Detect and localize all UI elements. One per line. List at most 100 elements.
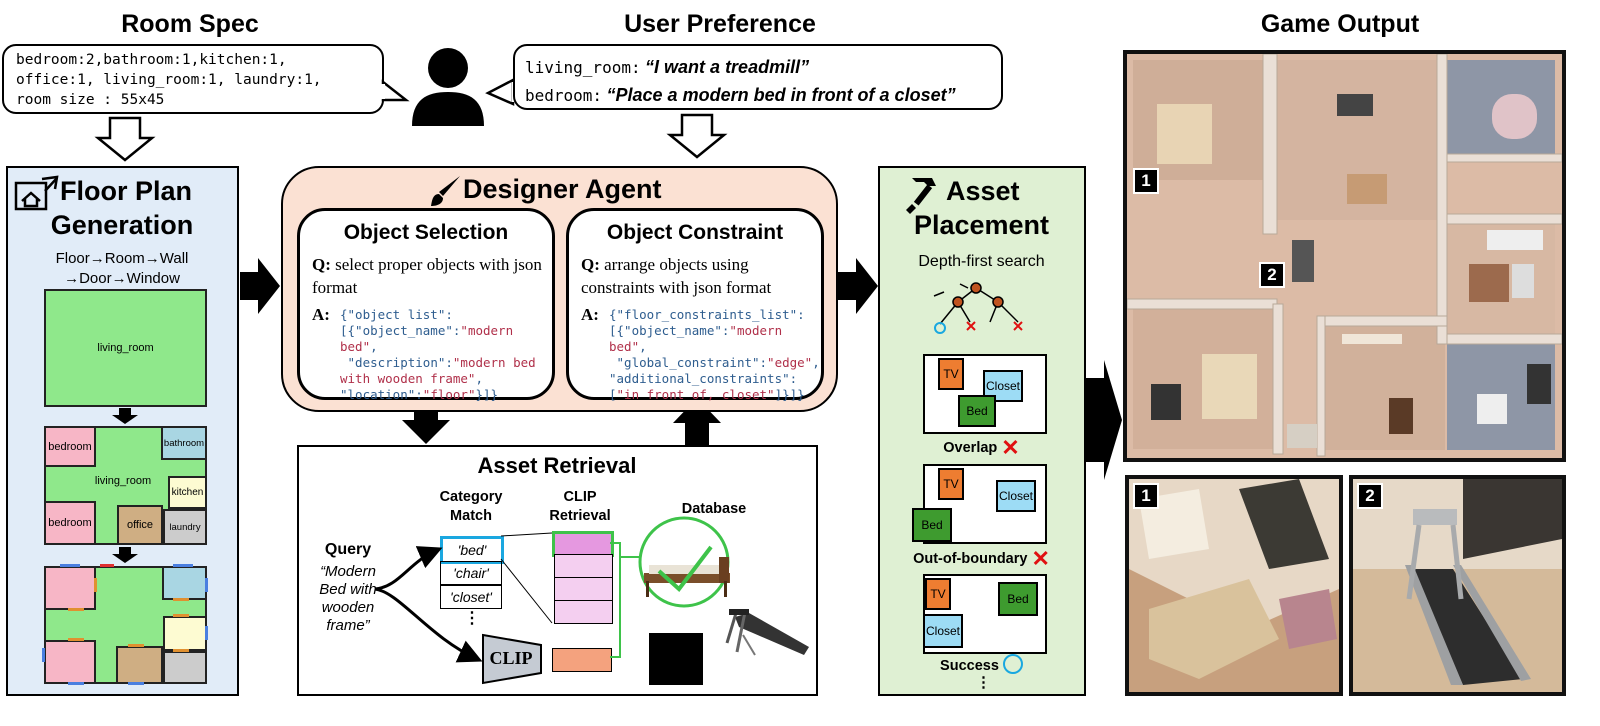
plan-arrows: [42, 408, 208, 685]
person-icon: [412, 48, 484, 126]
game-output-view-2: 2: [1349, 475, 1566, 696]
oob-label: Out-of-boundary ✕: [913, 546, 1050, 571]
placement-ellipsis: ⋮: [976, 674, 991, 691]
clip-label: CLIP: [489, 648, 533, 668]
object-selection-question: Q: select proper objects with json forma…: [312, 253, 548, 299]
cross-icon: ✕: [1031, 546, 1050, 571]
pref-key: living_room:: [525, 58, 641, 77]
object-selection-title: Object Selection: [343, 221, 509, 244]
room-spec-title: Room Spec: [121, 10, 259, 38]
treadmill-image: [725, 609, 809, 656]
object-constraint-question: Q: arrange objects using constraints wit…: [581, 253, 817, 299]
game-output-view-1: 1: [1125, 475, 1343, 696]
floor-plan-title: Generation: [50, 210, 194, 240]
circle-icon: [934, 322, 946, 334]
room-spec-line: office:1, living_room:1, laundry:1,: [16, 72, 322, 88]
view-badge-1: 1: [1133, 483, 1159, 509]
cross-icon: ✕: [1001, 435, 1020, 460]
game-output-topdown: 1 2: [1123, 50, 1566, 462]
q-label: Q:: [581, 255, 600, 274]
object-constraint-answer: {"floor_constraints_list": [{"object_nam…: [609, 307, 820, 402]
designer-agent-title: Designer Agent: [463, 174, 662, 204]
dfs-tree: [933, 282, 1023, 334]
q-text: select proper objects with json format: [312, 255, 542, 297]
floor-plan-flow: →Door→Window: [64, 270, 180, 287]
bed-asset: Bed: [998, 582, 1038, 616]
topdown-render: [1127, 54, 1562, 458]
treadmill-render: [1353, 479, 1562, 692]
asset-placement-title: Placement: [913, 210, 1050, 240]
plan2-laundry: laundry: [163, 509, 207, 545]
tv-asset: TV: [938, 468, 964, 500]
pref-key: bedroom:: [525, 86, 603, 105]
object-selection-answer: {"object list": [{"object_name":"modern …: [340, 307, 536, 402]
a-label: A:: [581, 305, 599, 324]
asset-placement-title: Asset: [946, 176, 1020, 206]
category-item: 'closet': [440, 585, 502, 609]
overlap-label: Overlap ✕: [943, 435, 1020, 460]
cross-icon: [1013, 321, 1023, 331]
tv-asset: TV: [925, 578, 951, 610]
user-preference-bubble: living_room: “I want a treadmill” bedroo…: [513, 44, 1003, 110]
database-title: Database: [681, 501, 747, 517]
asset-retrieval-title: Asset Retrieval: [477, 453, 637, 478]
query-embedding: [552, 648, 612, 672]
room-spec-line: bedroom:2,bathroom:1,kitchen:1,: [16, 52, 287, 68]
location-badge-2: 2: [1259, 262, 1285, 288]
plan3-room: [163, 616, 207, 651]
view-badge-2: 2: [1357, 483, 1383, 509]
plan2-bedroom: bedroom: [44, 501, 96, 545]
floor-plan-title: Floor Plan: [60, 176, 193, 206]
user-preference-title: User Preference: [624, 10, 816, 38]
q-label: Q:: [312, 255, 331, 274]
hammer-icon: [906, 178, 936, 214]
object-constraint-card: Object Constraint Q: arrange objects usi…: [566, 208, 824, 402]
tv-image: [649, 633, 703, 685]
checkmark-icon: [657, 545, 713, 592]
clip-embedding: [554, 600, 613, 624]
game-output-title: Game Output: [1260, 10, 1420, 38]
asset-placement-panel: Asset Placement Depth-first search TV Cl…: [878, 166, 1086, 696]
query-label: Query: [324, 541, 372, 558]
location-badge-1: 1: [1133, 168, 1159, 194]
plan2-office: office: [117, 505, 163, 545]
floor-plan-panel: Floor Plan Generation Floor→Room→Wall →D…: [6, 166, 239, 696]
tv-asset: TV: [938, 358, 964, 390]
room-spec-line: room size : 55x45: [16, 92, 165, 108]
pref-value: “I want a treadmill”: [645, 57, 810, 77]
plan3-room: [163, 651, 207, 684]
closet-asset: Closet: [996, 480, 1036, 512]
room-label: living_room: [97, 342, 154, 354]
circle-icon: [1002, 654, 1023, 674]
bed-asset: Bed: [958, 395, 996, 427]
asset-retrieval-panel: Asset Retrieval Query “Modern Bed with w…: [297, 445, 818, 696]
room-spec-bubble: bedroom:2,bathroom:1,kitchen:1, office:1…: [2, 44, 384, 114]
pref-value: “Place a modern bed in front of a closet…: [606, 85, 956, 105]
retrieval-connectors: [374, 516, 809, 685]
bed-asset: Bed: [912, 508, 952, 542]
plan2-living: living_room: [94, 475, 152, 487]
floor-plan-flow: Floor→Room→Wall: [55, 250, 189, 267]
bedroom-render: [1129, 479, 1339, 692]
object-selection-card: Object Selection Q: select proper object…: [297, 208, 555, 402]
clip-encoder: [482, 633, 542, 685]
plan2-kitchen: kitchen: [168, 476, 207, 509]
category-ellipsis: ⋮: [464, 610, 480, 627]
success-label: Success: [880, 654, 1083, 674]
plan-living-room: living_room: [44, 289, 207, 407]
cross-icon: [966, 321, 976, 331]
plan2-bathroom: bathroom: [161, 426, 207, 460]
q-text: arrange objects using constraints with j…: [581, 255, 772, 297]
closet-asset: Closet: [923, 614, 963, 648]
query-text: “Modern Bed with wooden frame”: [319, 563, 377, 634]
plan2-bedroom: bedroom: [44, 426, 96, 467]
brush-icon: [431, 176, 460, 206]
a-label: A:: [312, 305, 330, 324]
floorplan-icon: [14, 175, 59, 211]
dfs-subtitle: Depth-first search: [918, 253, 1045, 270]
category-item: 'chair': [440, 561, 502, 585]
designer-agent-panel: Designer Agent Object Selection Q: selec…: [281, 166, 838, 412]
